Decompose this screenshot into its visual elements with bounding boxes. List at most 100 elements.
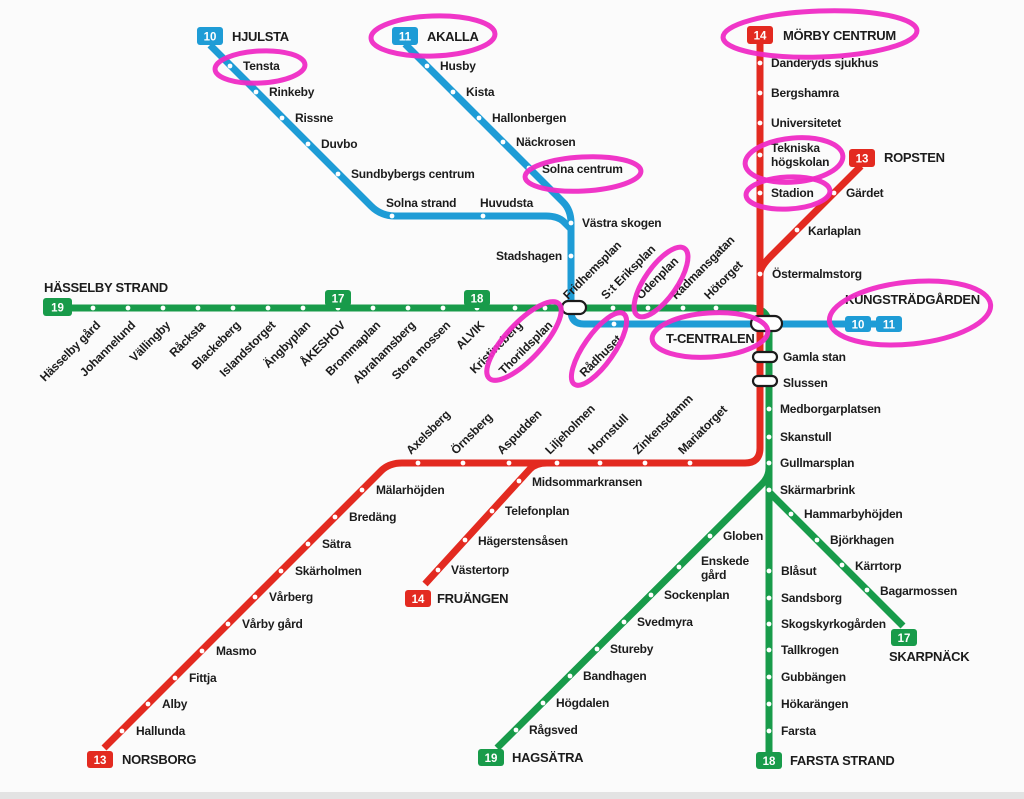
station-label-hogdalen: Högdalen: [556, 696, 609, 710]
station-dot-universitetet: [757, 120, 763, 126]
station-label-enskede-line2: gård: [701, 568, 726, 582]
station-dot-hallunda: [119, 728, 125, 734]
station-dot-bandhagen: [567, 673, 573, 679]
station-dot-sandsborg: [766, 595, 772, 601]
station-dot-johannelund: [125, 305, 131, 311]
station-dot-hagerstensasen: [462, 537, 468, 543]
station-label-hallunda: Hallunda: [136, 724, 186, 738]
station-label-farsta-strand: FARSTA STRAND: [790, 753, 894, 768]
station-label-akalla: AKALLA: [427, 29, 480, 44]
station-dot-odenplan: [645, 305, 651, 311]
badge-number: 18: [471, 294, 484, 306]
highlight-ellipse-solna-centrum: [522, 154, 644, 194]
station-dot-vastra-skogen: [568, 220, 574, 226]
station-label-hagsatra: HAGSÄTRA: [512, 750, 584, 765]
station-dot-gardet: [831, 190, 837, 196]
highlight-ellipse-t-centralen: [649, 310, 771, 360]
badge-number: 19: [51, 303, 64, 315]
station-label-norsborg: NORSBORG: [122, 752, 196, 767]
badge-akeshov-17: 17: [325, 290, 351, 308]
badge-hasselby-19: 19: [43, 298, 72, 316]
station-label-masmo: Masmo: [216, 644, 256, 658]
station-label-ostermalmstorg: Östermalmstorg: [772, 266, 862, 281]
station-dot-liljeholmen: [554, 460, 560, 466]
blue-line-hjulsta-branch: [207, 42, 573, 231]
station-dot-solna-strand: [389, 213, 395, 219]
station-dot-angbyplan: [300, 305, 306, 311]
red-line-main: [101, 40, 764, 751]
station-dot-aspudden: [506, 460, 512, 466]
station-dot-rinkeby: [253, 89, 259, 95]
station-dot-hallonbergen: [476, 115, 482, 121]
station-dot-huvudsta: [480, 213, 486, 219]
badge-fruangen-14: 14: [405, 590, 431, 607]
station-dot-vallingby: [160, 305, 166, 311]
station-dot-enskede-gard: [676, 564, 682, 570]
badge-number: 11: [399, 32, 412, 44]
station-dot-blackeberg: [230, 305, 236, 311]
station-label-hjulsta: HJULSTA: [232, 29, 290, 44]
station-dot-svedmyra: [621, 619, 627, 625]
blue-line-main: [402, 41, 890, 328]
station-dot-kristineberg: [512, 305, 518, 311]
badge-number: 17: [898, 633, 911, 645]
station-label-skarholmen: Skärholmen: [295, 564, 362, 578]
station-dot-hogdalen: [540, 700, 546, 706]
station-label-axelsberg: Axelsberg: [403, 407, 453, 457]
station-dot-bjorkhagen: [814, 537, 820, 543]
station-dot-ornsberg: [460, 460, 466, 466]
station-label-ropsten: ROPSTEN: [884, 150, 945, 165]
station-dot-danderyds-sjukhus: [757, 60, 763, 66]
station-label-bandhagen: Bandhagen: [583, 669, 647, 683]
station-label-tekniska-line1: Tekniska: [771, 141, 820, 155]
station-label-varby-gard: Vårby gård: [242, 617, 303, 631]
badge-number: 13: [856, 154, 869, 166]
station-dot-zinkensdamm: [642, 460, 648, 466]
badge-number: 14: [412, 594, 425, 606]
highlight-ellipse-thorildsplan: [484, 299, 564, 383]
station-label-hasselby-gard: Hässelby gård: [37, 318, 103, 384]
interchange-fridhemsplan: [560, 299, 588, 316]
highlight-ellipse-akalla: [368, 13, 498, 59]
station-label-gubbangen: Gubbängen: [781, 670, 846, 684]
badge-kungstradgarden-11: 11: [876, 316, 902, 332]
station-dot-ostermalmstorg: [757, 271, 763, 277]
station-dot-farsta: [766, 728, 772, 734]
station-dot-hornstull: [597, 460, 603, 466]
station-label-stadion: Stadion: [771, 186, 814, 200]
station-label-tekniska-line2: högskolan: [771, 155, 829, 169]
station-dot-skanstull: [766, 434, 772, 440]
badge-ropsten-13: 13: [849, 149, 875, 167]
station-label-hokarangen: Hökarängen: [781, 697, 848, 711]
station-dot-alby: [145, 701, 151, 707]
station-label-enskede-line1: Enskede: [701, 554, 749, 568]
station-dot-bagarmossen: [864, 587, 870, 593]
station-label-farsta: Farsta: [781, 724, 816, 738]
station-dot-satra: [305, 541, 311, 547]
station-dot-sockenplan: [648, 592, 654, 598]
station-dot-globen: [707, 533, 713, 539]
station-label-aspudden: Aspudden: [494, 407, 544, 457]
station-dot-thorildsplan: [542, 305, 548, 311]
station-label-solna-strand: Solna strand: [386, 196, 456, 210]
station-dot-st-eriksplan: [610, 305, 616, 311]
station-dot-stadshagen: [568, 253, 574, 259]
station-label-duvbo: Duvbo: [321, 137, 357, 151]
station-dot-midsommarkransen: [516, 478, 522, 484]
station-label-t-centralen: T-CENTRALEN: [666, 331, 754, 346]
station-label-skarmarbrink: Skärmarbrink: [780, 483, 855, 497]
station-dot-abrahamsberg: [405, 305, 411, 311]
station-label-ornsberg: Örnsberg: [448, 409, 496, 457]
station-label-karrtorp: Kärrtorp: [855, 559, 901, 573]
station-label-midsommarkransen: Midsommarkransen: [532, 475, 642, 489]
badge-number: 18: [763, 756, 776, 768]
station-label-bergshamra: Bergshamra: [771, 86, 840, 100]
station-dot-sundbybergs-centrum: [335, 171, 341, 177]
station-dot-malarhojden: [359, 487, 365, 493]
highlight-ellipse-tensta: [212, 48, 308, 86]
station-label-morby-centrum: MÖRBY CENTRUM: [783, 28, 896, 43]
station-label-bagarmossen: Bagarmossen: [880, 584, 957, 598]
badge-hjulsta-10: 10: [197, 27, 223, 45]
station-dot-tensta: [227, 63, 233, 69]
highlight-ellipse-radhuset: [568, 310, 630, 388]
